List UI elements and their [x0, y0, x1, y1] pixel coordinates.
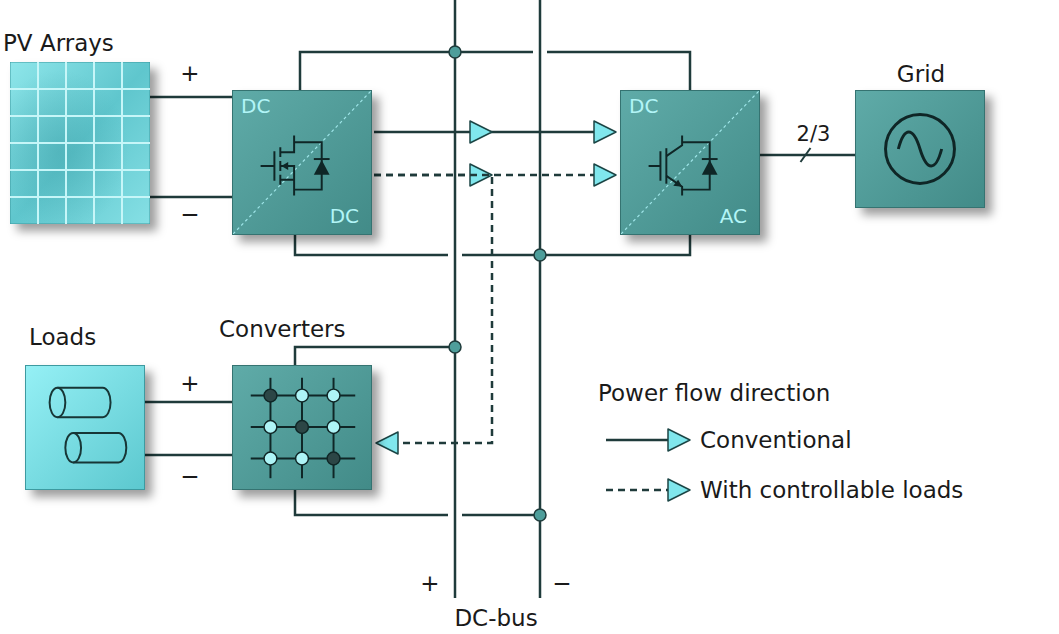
dc-dc-converter: DC DC	[232, 90, 372, 235]
junction-dot	[449, 341, 461, 353]
dc-ac-inverter: DC AC	[620, 90, 760, 235]
loads-box-symbol	[26, 366, 144, 489]
top-bus-wire	[300, 52, 690, 90]
power-connector	[374, 175, 492, 454]
junction-dot	[449, 46, 461, 58]
node-heading: Grid	[897, 61, 945, 87]
wire-pair	[150, 97, 232, 197]
polarity-sign: +	[180, 370, 199, 396]
polarity-sign: −	[180, 463, 199, 489]
converter-bottom-wire	[295, 490, 540, 515]
power-connector	[145, 402, 232, 455]
port-label: DC	[629, 95, 658, 118]
polarity-sign: +	[420, 570, 439, 596]
node-heading: Converters	[219, 316, 346, 342]
port-label: DC	[330, 205, 359, 228]
controllable-flow-line	[374, 175, 492, 443]
junction-dot	[534, 249, 546, 261]
phase-tick	[801, 148, 811, 162]
polarity-sign: −	[552, 570, 571, 596]
caption-label: DC-bus	[454, 605, 537, 631]
converter-top-wire	[295, 347, 455, 365]
port-label: DC	[241, 95, 270, 118]
grid-box-symbol	[856, 91, 984, 207]
legend-sample	[606, 479, 690, 501]
arrow-head	[668, 479, 690, 501]
converters-box-symbol	[233, 366, 371, 489]
positive-bus-line	[454, 0, 457, 598]
caption-label: Power flow direction	[598, 380, 830, 406]
arrow-head	[594, 121, 616, 143]
polarity-sign: +	[180, 60, 199, 86]
legend-line	[606, 489, 668, 492]
arrow-head	[470, 121, 492, 143]
converters-box: Converters	[232, 365, 372, 490]
pv-array-symbol	[10, 62, 150, 224]
loads-box: Loads	[25, 365, 145, 490]
legend-text: With controllable loads	[700, 477, 963, 503]
node-heading: Loads	[29, 324, 96, 350]
node-heading: PV Arrays	[3, 30, 114, 56]
legend-line	[606, 439, 668, 442]
ac-line	[760, 154, 855, 157]
port-label: AC	[720, 205, 747, 228]
legend-text: Conventional	[700, 427, 852, 453]
arrow-head	[668, 429, 690, 451]
junction-dot	[534, 509, 546, 521]
arrow-head	[376, 432, 398, 454]
wire-pair	[145, 402, 232, 455]
junction-dots	[449, 46, 546, 521]
pv-array: PV Arrays	[10, 62, 150, 224]
power-connector	[374, 121, 616, 143]
grid-box: Grid	[855, 90, 985, 208]
legend-sample	[606, 429, 690, 451]
edge-label: 2/3	[795, 123, 833, 146]
power-connector	[150, 97, 232, 197]
polarity-sign: −	[180, 201, 199, 227]
power-connector	[760, 148, 855, 162]
arrow-head	[594, 164, 616, 186]
